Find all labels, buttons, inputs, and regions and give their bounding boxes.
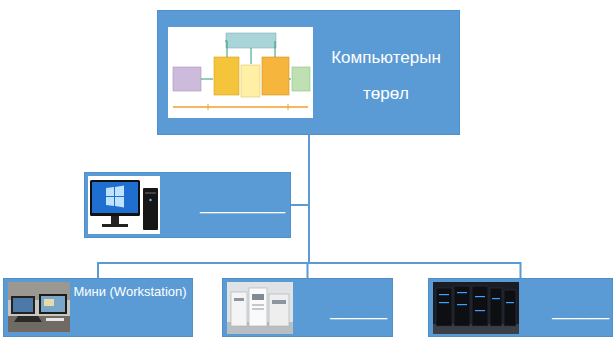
box-label: ______	[301, 299, 387, 323]
diagram-box: ______	[222, 278, 393, 337]
text-area: _________	[171, 193, 285, 217]
diagram-box: ______	[428, 278, 613, 337]
box-label: Компьютерын төрөл	[316, 40, 456, 112]
connector-line	[309, 135, 521, 278]
box-label: ______	[523, 299, 609, 323]
supercomputer-picture	[433, 282, 519, 334]
desktop-picture	[88, 176, 160, 234]
text-area: Компьютерын төрөл	[316, 40, 456, 112]
text-area: ______	[523, 299, 609, 323]
connector-line	[291, 135, 309, 205]
box-label: Мини (Workstation)	[72, 283, 188, 300]
text-area: ______	[301, 299, 387, 323]
workstation-picture	[8, 282, 70, 332]
diagram-box: Мини (Workstation)	[3, 278, 193, 337]
diagram-box: _________	[84, 172, 291, 238]
text-area: Мини (Workstation)	[72, 283, 188, 300]
mainframe-picture	[227, 282, 293, 334]
box-label: _________	[171, 193, 285, 217]
diagram-box: Компьютерын төрөл	[157, 10, 460, 135]
block-diagram-picture	[168, 27, 313, 118]
